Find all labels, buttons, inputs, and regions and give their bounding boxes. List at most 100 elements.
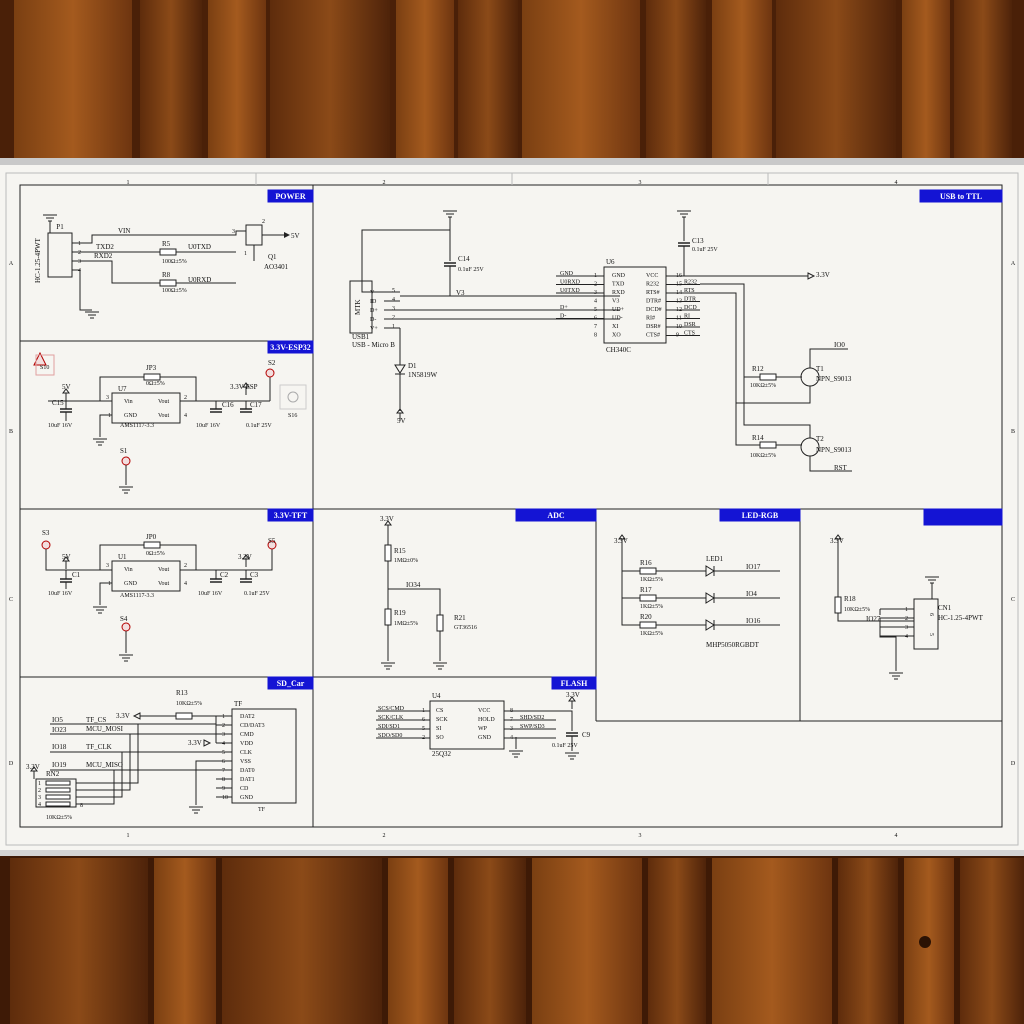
grid-column-bottom-3: 3 <box>639 833 642 839</box>
grid-row-right-B: B <box>1011 429 1015 435</box>
block-title-sd-card: SD_Car <box>277 679 305 688</box>
io19-label: IO19 <box>52 761 67 769</box>
usb-5v-power <box>396 408 404 421</box>
io0-label: IO0 <box>834 341 845 349</box>
block-title-sd-card-tag <box>267 676 314 690</box>
u1-pin1: 1 <box>108 581 111 587</box>
usb1-pin-Vp: V+ <box>370 326 378 332</box>
rn2-pin-1: 1 <box>38 781 41 787</box>
v33-esp-label: 3.3V-ESP <box>230 383 258 391</box>
tf-pin-clk: CLK <box>240 750 253 756</box>
wood-panel-top <box>0 0 1024 165</box>
rn2-element-1 <box>45 780 71 786</box>
grid-row-left-C: C <box>9 597 13 603</box>
s1-ground <box>119 486 133 494</box>
c13-refdes: C13 <box>692 237 704 245</box>
grid-row-left-B: B <box>9 429 13 435</box>
wire <box>361 217 451 293</box>
u6-left-net-5: D+ <box>560 305 568 311</box>
tf-pin-num-1: 1 <box>222 714 225 720</box>
io18-label: IO18 <box>52 743 67 751</box>
resistor-r15 <box>384 544 392 562</box>
test-point-s16 <box>287 391 299 403</box>
resistor-r13 <box>175 712 193 720</box>
c14-value: 0.1uF 25V <box>458 267 484 273</box>
r16-refdes: R16 <box>640 559 652 567</box>
cn1-ground-top <box>925 576 939 584</box>
c15-refdes: C15 <box>52 399 64 407</box>
capacitor-c17 <box>240 408 252 413</box>
q1-pin1: 1 <box>244 251 247 257</box>
tf-part-number: TF <box>258 807 266 813</box>
tf-socket <box>231 708 297 804</box>
u1-pin4: 4 <box>184 581 187 587</box>
wire <box>809 348 848 368</box>
cn1-ground-bottom <box>889 672 903 680</box>
s4-label: S4 <box>120 615 128 623</box>
test-point-s10-pad <box>35 354 55 376</box>
r8-refdes: R8 <box>162 271 171 279</box>
u7-vin-pin: Vin <box>124 399 133 405</box>
tf-pin-num-6: 6 <box>222 759 225 765</box>
connector-p1 <box>47 232 73 278</box>
s3-label: S3 <box>42 529 50 537</box>
p1-pin-1: 1 <box>78 241 81 247</box>
u4-left-pin-so: SO <box>436 735 444 741</box>
r5-u0txd-label: U0TXD <box>188 243 211 251</box>
block-title-adc: ADC <box>547 511 565 520</box>
u7-pin4: 4 <box>184 413 187 419</box>
rn2-element-4 <box>45 801 71 807</box>
block-title-esp32: 3.3V-ESP32 <box>270 343 311 352</box>
rn2-3v3-label: 3.3V <box>26 763 40 771</box>
tft-33-label: 3.3V <box>238 553 252 561</box>
d1-part-number: 1N5819W <box>408 371 438 379</box>
u4-ground <box>509 750 523 758</box>
r13-refdes: R13 <box>176 689 188 697</box>
u1-part-number: AMS1117-3.3 <box>120 593 154 599</box>
u6-left-pin-7: XI <box>612 324 618 330</box>
led-3v3-label: 3.3V <box>614 537 628 545</box>
wire <box>76 752 123 798</box>
usb1-pin-num-4: 2 <box>392 315 395 321</box>
resistor-r20 <box>639 621 657 629</box>
rn2-refdes: RN2 <box>46 770 60 778</box>
resistor-r18 <box>834 596 842 614</box>
rn2-element-2 <box>45 787 71 793</box>
block-title-led-rgb: LED-RGB <box>742 511 779 520</box>
usb-5v-label: 5V <box>397 417 406 425</box>
flash-u4 <box>429 700 505 750</box>
u1-vout2-pin: Vout <box>158 581 170 587</box>
tf-pin-cd: CD <box>240 786 249 792</box>
tf-refdes: TF <box>234 700 242 708</box>
u6-left-pin-4: V3 <box>612 299 619 305</box>
io23-label: IO23 <box>52 726 67 734</box>
tf-pin-num-9: 9 <box>222 786 225 792</box>
rn2-pin-4: 4 <box>38 802 41 808</box>
u7-pin2: 2 <box>184 395 187 401</box>
block-title-tft-tag <box>267 508 314 522</box>
grid-column-top-4: 4 <box>895 180 898 186</box>
c3-value: 0.1uF 25V <box>244 591 270 597</box>
v3-label: V3 <box>456 289 465 297</box>
s5-label: S5 <box>268 537 276 545</box>
rn2-pin-3: 3 <box>38 795 41 801</box>
adc-3v3-label: 3.3V <box>380 515 394 523</box>
esp-33-power <box>242 382 250 395</box>
u1-ground <box>93 606 107 614</box>
u7-pin3: 3 <box>106 395 109 401</box>
block-title-flash-tag <box>551 676 597 690</box>
test-point-s1 <box>121 456 131 466</box>
c15-value: 10uF 16V <box>48 423 73 429</box>
rn2-pin-8: 8 <box>80 803 83 809</box>
wire <box>556 710 573 731</box>
vin-net <box>72 230 246 244</box>
adc-3v3-power <box>384 520 392 533</box>
cn1-pin-4: 4 <box>905 634 908 640</box>
tf-pin-num-10: 10 <box>222 795 228 801</box>
c17-value: 0.1uF 25V <box>246 423 272 429</box>
u6-ground <box>677 210 691 218</box>
test-point-s4 <box>121 622 131 632</box>
q1-part-number: AO3401 <box>264 263 289 271</box>
p1-pin-2: 2 <box>78 250 81 256</box>
